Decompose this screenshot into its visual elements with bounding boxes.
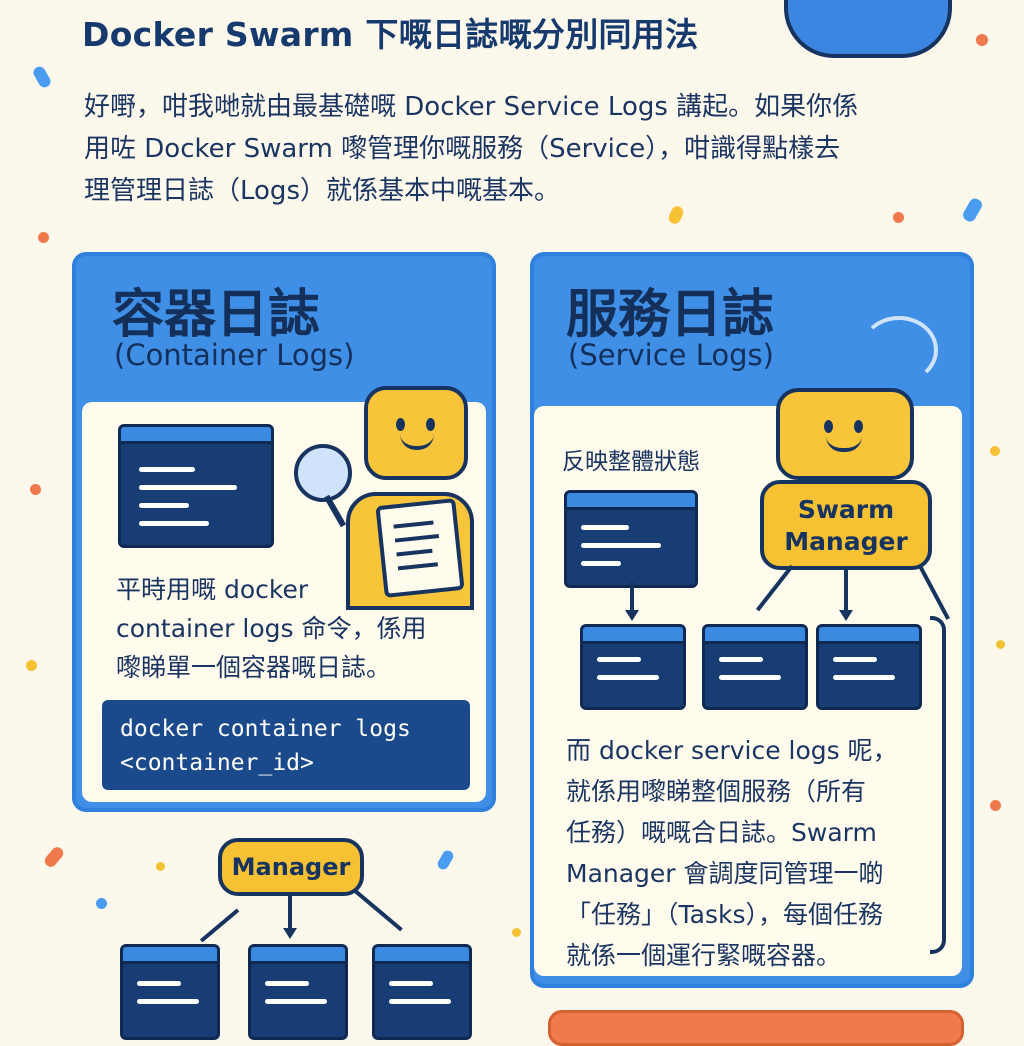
pill-line: Swarm xyxy=(797,495,895,524)
confetti xyxy=(893,212,904,223)
next-section-banner xyxy=(548,1010,964,1046)
status-note: 反映整體狀態 xyxy=(562,449,700,475)
page-title: Docker Swarm 下嘅日誌嘅分別同用法 xyxy=(82,15,699,54)
confetti xyxy=(990,446,1000,456)
service-logs-subheading: (Service Logs) xyxy=(568,338,774,372)
task-window-icon xyxy=(372,944,472,1040)
connector-line xyxy=(288,896,292,930)
confetti xyxy=(96,898,107,909)
intro-line: 好嘢，咁我哋就由最基礎嘅 Docker Service Logs 講起。如果你係 xyxy=(84,92,859,122)
description-line: 就係用嚟睇整個服務（所有 xyxy=(566,777,867,806)
description-line: container logs 命令，係用 xyxy=(116,614,427,643)
container-logs-heading: 容器日誌 xyxy=(112,285,321,345)
confetti xyxy=(42,844,66,870)
service-logs-description: 而 docker service logs 呢， 就係用嚟睇整個服務（所有 任務… xyxy=(566,730,898,976)
code-line: docker container logs xyxy=(120,716,411,742)
swarm-manager-pill: Swarm Manager xyxy=(760,480,932,570)
connector-line xyxy=(352,888,403,932)
task-window-icon xyxy=(248,944,348,1040)
description-line: 任務）嘅嘅合日誌。Swarm xyxy=(566,818,877,847)
container-logs-panel: 容器日誌 (Container Logs) 平時用嘅 docker conta xyxy=(72,252,496,812)
connector-line xyxy=(844,570,848,612)
arrow-icon xyxy=(625,610,639,621)
container-logs-description: 平時用嘅 docker container logs 命令，係用 嚟睇單一個容器… xyxy=(116,570,427,687)
arrow-icon xyxy=(283,928,297,939)
arrow-icon xyxy=(839,610,853,621)
pill-line: Manager xyxy=(784,527,908,556)
confetti xyxy=(435,848,456,872)
description-line: 就係一個運行緊嘅容器。 xyxy=(566,941,842,970)
code-line: <container_id> xyxy=(120,750,314,776)
intro-line: 用咗 Docker Swarm 嚟管理你嘅服務（Service），咁識得點樣去 xyxy=(84,134,841,164)
intro-paragraph: 好嘢，咁我哋就由最基礎嘅 Docker Service Logs 講起。如果你係… xyxy=(84,86,974,212)
confetti xyxy=(976,34,988,46)
confetti xyxy=(31,64,53,90)
terminal-window-icon xyxy=(564,490,698,588)
task-window-icon xyxy=(120,944,220,1040)
description-line: 「任務」（Tasks），每個任務 xyxy=(566,900,883,929)
mascot-head-partial xyxy=(784,0,952,58)
curved-arrow-icon xyxy=(860,316,938,384)
task-window-icon xyxy=(702,624,808,710)
description-line: Manager 會調度同管理一啲 xyxy=(566,859,884,888)
description-line: 而 docker service logs 呢， xyxy=(566,736,898,765)
service-logs-card: 反映整體狀態 Swarm Manager 而 docker service xyxy=(534,388,962,976)
mascot-face xyxy=(776,388,914,480)
mascot-face xyxy=(364,386,468,480)
terminal-window-icon xyxy=(118,424,274,548)
confetti xyxy=(990,800,1001,811)
confetti xyxy=(156,862,165,871)
task-window-icon xyxy=(816,624,922,710)
magnifier-handle xyxy=(323,494,347,528)
confetti xyxy=(512,928,521,937)
confetti xyxy=(996,640,1005,649)
task-window-icon xyxy=(580,624,686,710)
container-logs-card: 平時用嘅 docker container logs 命令，係用 嚟睇單一個容器… xyxy=(82,386,486,802)
confetti xyxy=(26,660,37,671)
service-logs-heading: 服務日誌 xyxy=(566,285,775,345)
connector-line xyxy=(630,582,634,612)
description-line: 平時用嘅 docker xyxy=(116,575,309,604)
service-logs-panel: 服務日誌 (Service Logs) 反映整體狀態 Swarm Manager xyxy=(530,252,974,988)
bracket-line xyxy=(930,616,946,954)
manager-pill: Manager xyxy=(218,838,364,896)
confetti xyxy=(38,232,49,243)
description-line: 嚟睇單一個容器嘅日誌。 xyxy=(116,653,392,682)
connector-line xyxy=(918,565,950,620)
container-logs-subheading: (Container Logs) xyxy=(114,338,355,372)
code-snippet: docker container logs <container_id> xyxy=(102,700,470,790)
magnifier-icon xyxy=(294,444,352,502)
connector-line xyxy=(199,908,240,943)
connector-line xyxy=(755,564,794,612)
confetti xyxy=(30,484,41,495)
intro-line: 理管理日誌（Logs）就係基本中嘅基本。 xyxy=(84,176,560,206)
